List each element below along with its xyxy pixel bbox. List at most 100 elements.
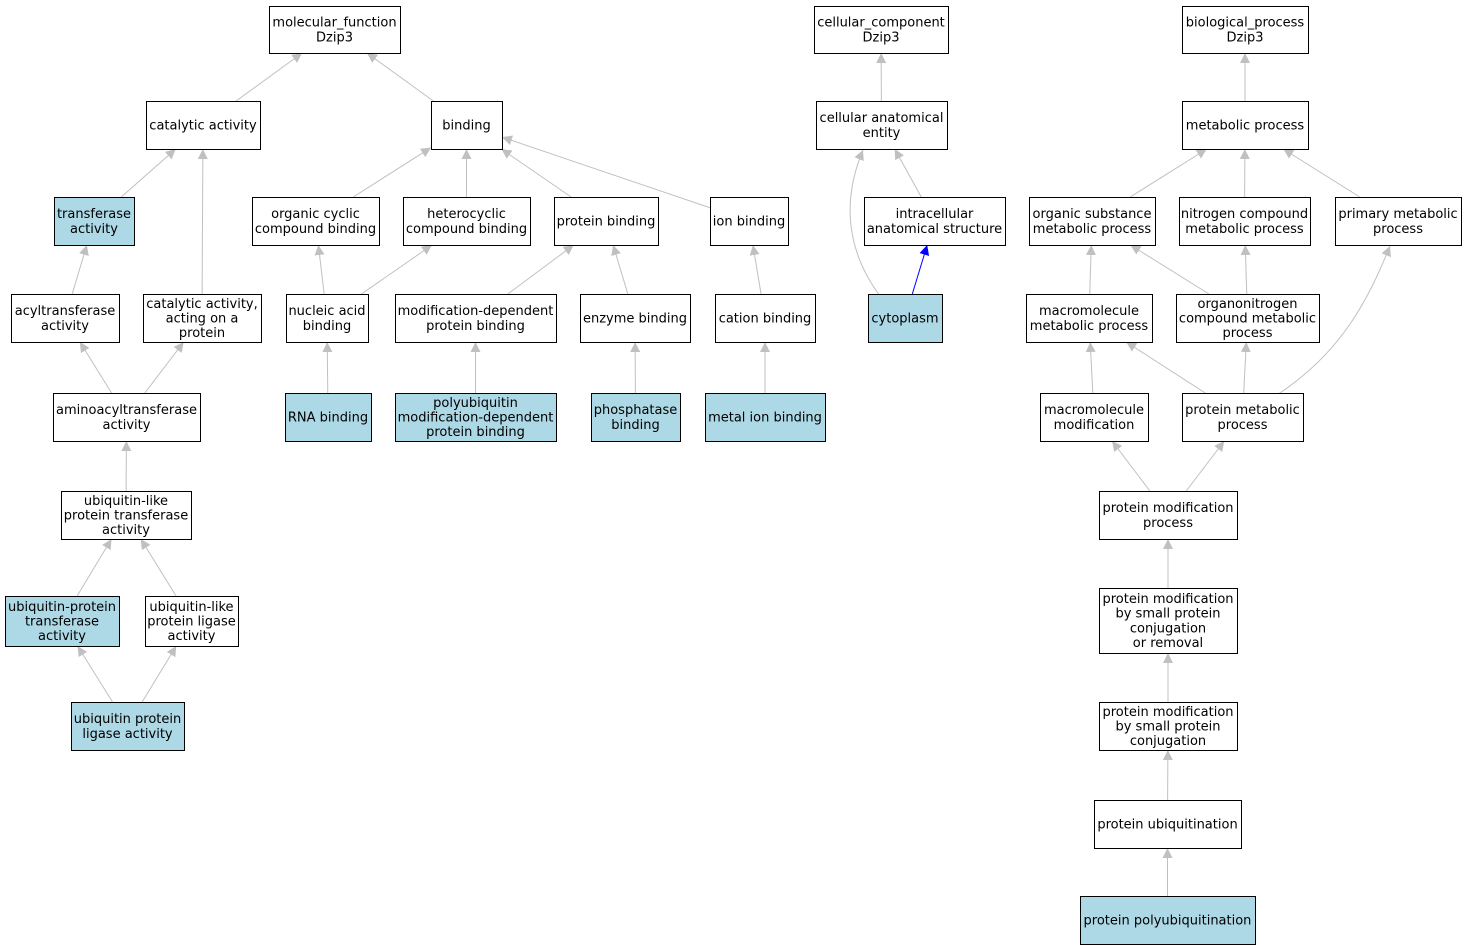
node-binding[interactable]: binding bbox=[431, 101, 503, 150]
edge-cytoplasm-to-intracell bbox=[911, 244, 930, 295]
edge-aminoacyl-to-catprot bbox=[144, 341, 185, 394]
node-cytoplasm[interactable]: cytoplasm bbox=[868, 294, 943, 343]
node-label-line: activity bbox=[168, 629, 216, 644]
node-label-line: molecular_function bbox=[272, 16, 396, 31]
node-label-line: modification-dependent bbox=[398, 411, 554, 426]
edge-protmet-to-organonitro bbox=[1240, 341, 1251, 394]
node-box bbox=[1080, 896, 1256, 945]
node-box bbox=[864, 197, 1006, 246]
node-box bbox=[1182, 6, 1309, 54]
node-label-line: protein modification bbox=[1102, 705, 1233, 720]
node-label-line: activity bbox=[103, 418, 151, 433]
node-label-line: entity bbox=[863, 126, 901, 141]
node-box bbox=[431, 101, 503, 150]
node-metalion[interactable]: metal ion binding bbox=[705, 393, 826, 442]
node-box bbox=[554, 197, 659, 246]
node-box bbox=[580, 294, 691, 343]
node-box bbox=[1094, 800, 1242, 849]
node-box bbox=[61, 491, 192, 540]
node-box bbox=[1099, 588, 1238, 654]
node-label-line: Dzip3 bbox=[316, 30, 353, 45]
node-protpolyubiq[interactable]: protein polyubiquitination bbox=[1080, 896, 1256, 945]
node-label-line: aminoacyltransferase bbox=[56, 403, 197, 418]
edge-orgcyclic-to-binding bbox=[352, 147, 432, 198]
node-label-line: polyubiquitin bbox=[433, 396, 518, 411]
node-box bbox=[1029, 197, 1156, 246]
edge-catprot-to-catalytic bbox=[197, 148, 208, 295]
node-label-line: or removal bbox=[1133, 636, 1203, 651]
edge-organonitro-to-orgsub bbox=[1130, 244, 1210, 295]
node-cation[interactable]: cation binding bbox=[715, 294, 816, 343]
node-box bbox=[868, 294, 943, 343]
edge-nucacid-to-orgcyclic bbox=[314, 244, 325, 295]
node-box bbox=[705, 393, 826, 442]
edge-ubprottrans-to-ubllike bbox=[76, 538, 112, 597]
edge-rna-to-nucacid bbox=[322, 341, 333, 394]
node-label-line: ubiquitin protein bbox=[74, 712, 182, 727]
node-label-line: Dzip3 bbox=[1227, 30, 1264, 45]
node-rna[interactable]: RNA binding bbox=[285, 393, 372, 442]
node-box bbox=[145, 596, 239, 647]
node-label-line: process bbox=[1143, 516, 1193, 531]
node-label-line: activity bbox=[41, 319, 89, 334]
node-enzyme[interactable]: enzyme binding bbox=[580, 294, 691, 343]
node-label-line: ion binding bbox=[713, 215, 785, 230]
edge-orgsub-to-metab bbox=[1129, 148, 1208, 198]
edge-catalytic-to-mf bbox=[235, 52, 303, 102]
node-label-line: conjugation bbox=[1130, 621, 1206, 636]
node-label-line: binding bbox=[611, 418, 659, 433]
node-protbind[interactable]: protein binding bbox=[554, 197, 659, 246]
node-box bbox=[710, 197, 789, 246]
node-label-line: cellular_component bbox=[817, 16, 945, 31]
node-box bbox=[1182, 393, 1304, 442]
edge-macromet-to-orgsub bbox=[1085, 244, 1096, 295]
node-label-line: enzyme binding bbox=[583, 312, 687, 327]
node-label-line: cytoplasm bbox=[871, 312, 938, 327]
edge-enzyme-to-protbind bbox=[611, 244, 629, 295]
node-ionbind[interactable]: ion binding bbox=[710, 197, 789, 246]
node-label-line: metabolic process bbox=[1185, 222, 1304, 237]
node-label-line: process bbox=[1218, 418, 1268, 433]
node-label-line: protein modification bbox=[1102, 592, 1233, 607]
node-protubiq[interactable]: protein ubiquitination bbox=[1094, 800, 1242, 849]
node-label-line: metabolic process bbox=[1186, 119, 1305, 134]
node-box bbox=[11, 294, 120, 343]
node-polyubmod[interactable]: polyubiquitinmodification-dependentprote… bbox=[395, 393, 557, 442]
node-label-line: protein binding bbox=[426, 425, 525, 440]
node-label-line: metal ion binding bbox=[708, 411, 822, 426]
node-catalytic[interactable]: catalytic activity bbox=[146, 101, 261, 150]
node-label-line: process bbox=[1223, 326, 1273, 341]
node-label-line: acyltransferase bbox=[15, 304, 116, 319]
node-label-line: heterocyclic bbox=[427, 207, 506, 222]
node-metab[interactable]: metabolic process bbox=[1182, 101, 1309, 150]
